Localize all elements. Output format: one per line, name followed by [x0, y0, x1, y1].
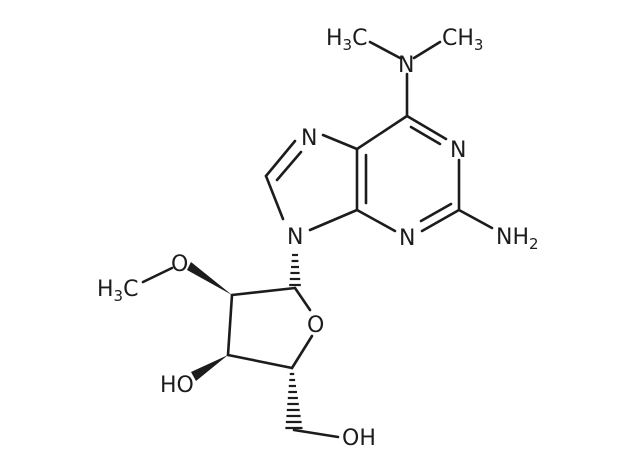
atom-methyl-right: CH3 — [442, 26, 483, 54]
bond-n9-c4 — [308, 208, 359, 232]
bond-n3-c4 — [355, 208, 397, 233]
bond-o-methyl — [141, 266, 174, 284]
bond-methyl-left-n — [368, 40, 402, 60]
bond-c4prime-c5prime-hashed — [285, 372, 303, 430]
bond-c4prime-c3prime — [226, 353, 294, 370]
bond-c6-n1-inner — [409, 125, 442, 146]
bond-n9-c1prime-hashed — [289, 253, 301, 287]
bond-c6-n1 — [405, 114, 448, 141]
atom-o-methoxy: O — [171, 252, 188, 277]
bond-c2-n3 — [420, 208, 461, 233]
bond-c8-n9 — [264, 174, 285, 221]
bond-o4prime-c4prime — [290, 334, 314, 370]
bond-c2prime-o-wedge — [187, 262, 232, 295]
bond-c1prime-o4prime — [293, 286, 312, 312]
bond-c3prime-oh-wedge — [191, 355, 228, 381]
atom-ho-3prime: HO — [160, 373, 194, 398]
bond-c5-n7 — [321, 133, 359, 151]
bond-n7-c8 — [264, 139, 297, 178]
atom-n1: N — [450, 138, 466, 163]
atom-methyl-left: H3C — [326, 26, 367, 54]
atom-o-ring: O — [307, 313, 324, 338]
atom-n3: N — [399, 226, 415, 251]
atom-n9: N — [287, 225, 303, 250]
bond-methyl-right-n — [412, 40, 442, 60]
atom-methoxy-methyl: H3C — [97, 277, 138, 305]
atom-n7: N — [301, 126, 317, 151]
bond-c1prime-c2prime — [230, 286, 297, 297]
atom-nh2: NH2 — [496, 225, 539, 253]
bond-c2-nh2 — [457, 208, 494, 230]
bond-c5prime-oh — [292, 428, 340, 439]
bond-c3prime-c2prime — [226, 293, 234, 357]
atom-n-dimethyl: N — [398, 53, 414, 78]
bond-n7-c8-inner — [275, 150, 303, 182]
atom-oh-5prime: OH — [342, 426, 376, 451]
bond-c2-n3-inner — [419, 202, 453, 223]
bond-c5-c6 — [355, 114, 409, 151]
